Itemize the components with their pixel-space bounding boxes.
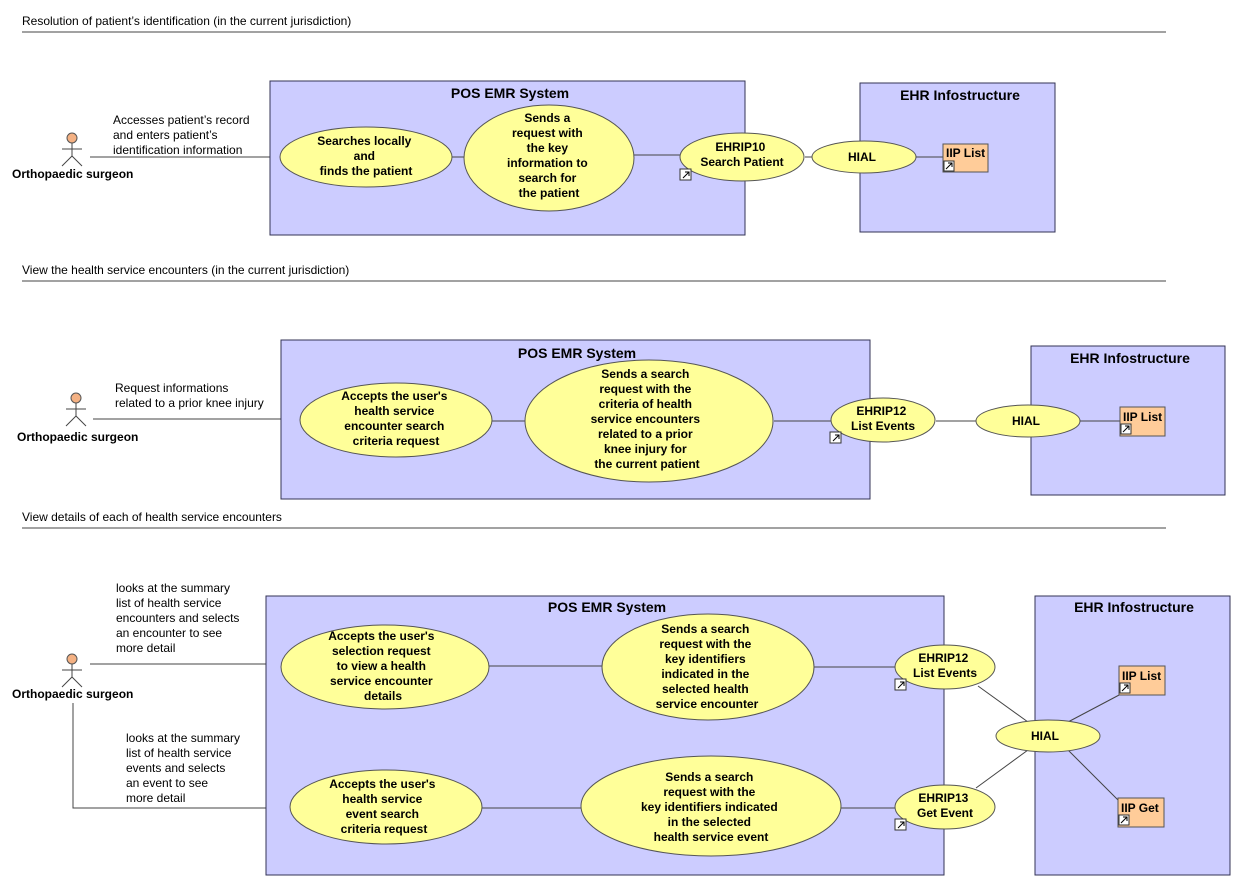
ehr-title: EHR Infostructure xyxy=(1074,599,1194,615)
association-line xyxy=(977,685,1029,723)
usecase-label: Searches locally and finds the patient xyxy=(317,134,414,178)
artifact-label: IIP List xyxy=(1122,669,1161,683)
note-accesses-record: Accesses patient’s record and enters pat… xyxy=(113,113,253,157)
usecase-ehrip10-search-patient[interactable] xyxy=(679,132,805,182)
usecase-label: Sends a search request with the key iden… xyxy=(641,770,781,844)
actor-leg xyxy=(61,155,73,167)
usecase-accepts-search-criteria[interactable] xyxy=(299,382,493,458)
actor-leg xyxy=(61,676,73,688)
link-icon[interactable] xyxy=(1120,423,1132,435)
usecase-label: EHRIP12 List Events xyxy=(913,651,977,680)
link-icon[interactable] xyxy=(894,678,907,691)
association-line xyxy=(1067,693,1122,723)
usecase-sends-request[interactable] xyxy=(463,104,635,212)
usecase-label: HIAL xyxy=(848,150,876,164)
usecase-sends-search-request-event[interactable] xyxy=(580,755,842,857)
usecase-ehrip12-list-events[interactable] xyxy=(894,644,996,690)
actor-label: Orthopaedic surgeon xyxy=(12,687,133,701)
system-title: POS EMR System xyxy=(548,599,666,615)
usecase-accepts-event-search-criteria[interactable] xyxy=(289,769,483,845)
actor-leg xyxy=(75,415,87,427)
usecase-sends-search-request[interactable] xyxy=(524,359,774,483)
association-line xyxy=(975,749,1029,789)
note-request-informations: Request informations related to a prior … xyxy=(115,381,264,410)
usecase-label: Sends a search request with the criteria… xyxy=(591,367,704,471)
actor-leg xyxy=(71,155,83,167)
actor-label: Orthopaedic surgeon xyxy=(12,167,133,181)
usecase-sends-search-request-encounter[interactable] xyxy=(601,613,815,721)
usecase-label: Sends a search request with the key iden… xyxy=(656,622,759,711)
usecase-hial[interactable] xyxy=(995,719,1101,753)
artifact-label: IIP Get xyxy=(1121,801,1159,815)
usecase-label: EHRIP13 Get Event xyxy=(917,791,973,820)
artifact-iip-get[interactable] xyxy=(1117,797,1165,828)
actor-leg xyxy=(71,676,83,688)
section-title: View the health service encounters (in t… xyxy=(22,263,349,277)
note-summary-events: looks at the summary list of health serv… xyxy=(126,731,243,805)
actor-orthopaedic-surgeon[interactable]: Orthopaedic surgeon xyxy=(17,392,138,444)
section-title: Resolution of patient’s identification (… xyxy=(22,14,351,28)
association-line xyxy=(72,703,292,809)
usecase-label: Accepts the user's health service event … xyxy=(329,777,439,836)
actor-label: Orthopaedic surgeon xyxy=(17,430,138,444)
artifact-label: IIP List xyxy=(946,146,985,160)
actor-head xyxy=(66,132,78,144)
link-icon[interactable] xyxy=(943,160,955,172)
actor-orthopaedic-surgeon[interactable]: Orthopaedic surgeon xyxy=(12,132,133,181)
usecase-label: Accepts the user's health service encoun… xyxy=(341,389,451,448)
usecase-label: EHRIP10 Search Patient xyxy=(700,140,783,169)
usecase-label: Sends a request with the key information… xyxy=(507,111,591,200)
artifact-label: IIP List xyxy=(1123,410,1162,424)
usecase-label: HIAL xyxy=(1012,414,1040,428)
usecase-ehrip13-get-event[interactable] xyxy=(894,784,996,830)
actor-leg xyxy=(65,415,77,427)
section-3: View details of each of health service e… xyxy=(12,510,1231,876)
usecase-accepts-selection-request[interactable] xyxy=(280,624,490,710)
usecase-ehrip12-list-events[interactable] xyxy=(830,397,936,443)
note-summary-encounters: looks at the summary list of health serv… xyxy=(116,581,243,655)
usecase-label: HIAL xyxy=(1031,729,1059,743)
usecase-label: EHRIP12 List Events xyxy=(851,404,915,433)
system-title: POS EMR System xyxy=(451,85,569,101)
usecase-searches-locally[interactable] xyxy=(279,126,453,188)
section-2: View the health service encounters (in t… xyxy=(17,263,1226,500)
link-icon[interactable] xyxy=(829,431,842,444)
section-title: View details of each of health service e… xyxy=(22,510,282,524)
link-icon[interactable] xyxy=(1119,682,1131,694)
association-line xyxy=(1067,749,1119,801)
section-1: Resolution of patient’s identification (… xyxy=(12,14,1166,236)
link-icon[interactable] xyxy=(1118,814,1130,826)
actor-head xyxy=(70,392,82,404)
actor-head xyxy=(66,653,78,665)
link-icon[interactable] xyxy=(894,818,907,831)
actor-orthopaedic-surgeon[interactable]: Orthopaedic surgeon xyxy=(12,653,133,701)
usecase-label: Accepts the user's selection request to … xyxy=(328,629,438,703)
system-title: POS EMR System xyxy=(518,345,636,361)
link-icon[interactable] xyxy=(679,168,692,181)
ehr-title: EHR Infostructure xyxy=(900,87,1020,103)
ehr-title: EHR Infostructure xyxy=(1070,350,1190,366)
